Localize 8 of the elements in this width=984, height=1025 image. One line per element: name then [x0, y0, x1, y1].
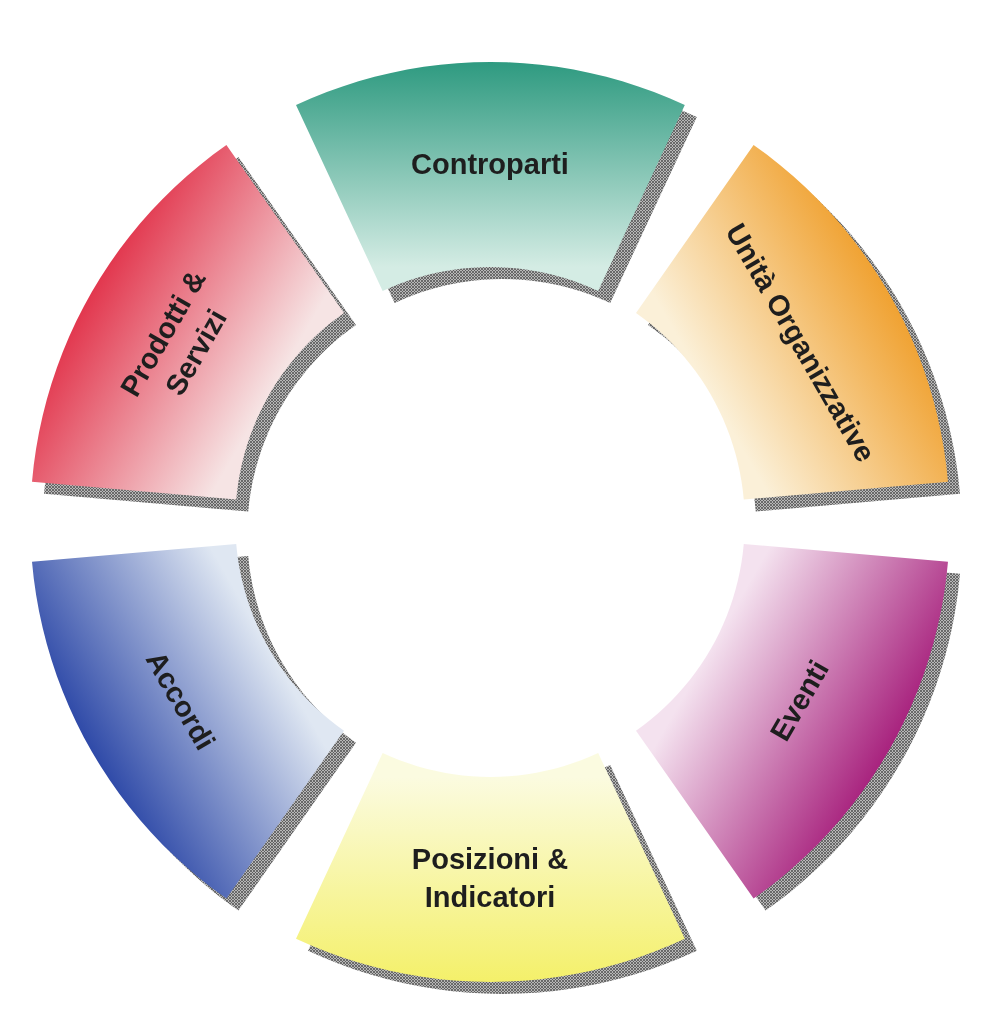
ring-segment	[295, 753, 697, 994]
ring-segment	[31, 145, 356, 512]
ring-segment	[636, 544, 961, 911]
ring-segment	[636, 145, 961, 512]
ring-segment	[31, 544, 356, 911]
segment-label: Controparti	[410, 146, 570, 182]
ring-segment	[295, 62, 697, 303]
segment-label: Posizioni & Indicatori	[410, 842, 570, 916]
